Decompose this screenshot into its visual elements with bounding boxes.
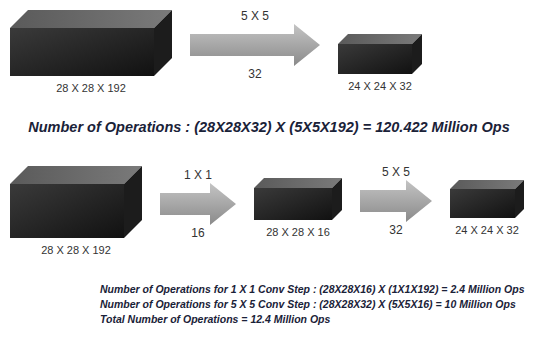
block-arrow (360, 180, 432, 222)
tensor-block: 28 X 28 X 16 (254, 178, 342, 238)
dimension-label: 24 X 24 X 32 (450, 224, 524, 236)
operations-note: Total Number of Operations = 12.4 Millio… (100, 313, 330, 325)
cuboid-shape (10, 10, 172, 76)
kernel-label: 1 X 1 (184, 168, 212, 182)
cuboid-shape (10, 166, 142, 238)
dimension-label: 28 X 28 X 192 (10, 82, 172, 94)
tensor-block: 24 X 24 X 32 (450, 180, 524, 236)
kernel-label: 5 X 5 (241, 9, 269, 23)
tensor-block: 28 X 28 X 192 (10, 10, 172, 94)
filter-count: 16 (191, 226, 204, 240)
cuboid-shape (450, 180, 524, 218)
block-arrow (160, 183, 236, 225)
operations-note: Number of Operations for 1 X 1 Conv Step… (100, 283, 525, 295)
cuboid-shape (254, 178, 342, 220)
filter-count: 32 (389, 223, 402, 237)
operations-note: Number of Operations for 5 X 5 Conv Step… (100, 298, 516, 310)
dimension-label: 28 X 28 X 16 (254, 226, 342, 238)
operations-note: Number of Operations : (28X28X32) X (5X5… (28, 119, 510, 135)
tensor-block: 28 X 28 X 192 (10, 166, 142, 256)
dimension-label: 24 X 24 X 32 (338, 80, 422, 92)
filter-count: 32 (248, 67, 261, 81)
cuboid-shape (338, 34, 422, 74)
block-arrow (190, 24, 320, 66)
tensor-block: 24 X 24 X 32 (338, 34, 422, 92)
kernel-label: 5 X 5 (382, 165, 410, 179)
dimension-label: 28 X 28 X 192 (10, 244, 142, 256)
